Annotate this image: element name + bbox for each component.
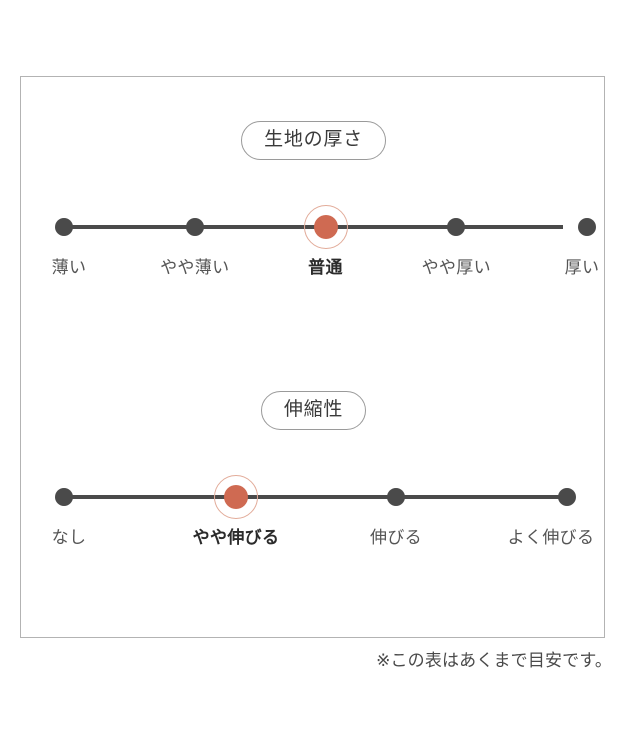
scale-dot-thickness-3[interactable] <box>447 218 466 236</box>
scale-label-stretch-1: やや伸びる <box>192 528 280 547</box>
scale-dot-stretch-1[interactable] <box>224 485 248 509</box>
scale-group-thickness: 生地の厚さ 薄い やや薄い 普通 やや厚い 厚い <box>21 121 606 289</box>
scale-group-stretch: 伸縮性 なし やや伸びる 伸びる よく伸びる <box>21 391 606 559</box>
scale-label-thickness-0: 薄い <box>51 258 87 277</box>
scale-label-row-stretch: なし やや伸びる 伸びる よく伸びる <box>21 525 606 559</box>
scale-dot-thickness-0[interactable] <box>55 218 73 236</box>
scale-title-row-stretch: 伸縮性 <box>21 391 606 431</box>
scale-dot-thickness-2[interactable] <box>313 215 338 239</box>
scale-dot-stretch-2[interactable] <box>387 488 405 506</box>
footnote-text: ※この表はあくまで目安です。 <box>376 651 612 670</box>
scale-label-stretch-3: よく伸びる <box>507 528 595 547</box>
scale-dot-thickness-1[interactable] <box>185 218 204 236</box>
track-line-stretch <box>64 495 563 499</box>
scale-dot-stretch-3[interactable] <box>558 488 576 506</box>
scale-label-thickness-4: 厚い <box>564 258 600 277</box>
scale-label-thickness-1: やや薄い <box>160 258 230 277</box>
scale-label-stretch-2: 伸びる <box>369 528 423 547</box>
scale-dot-thickness-4[interactable] <box>578 218 596 236</box>
scale-title-thickness: 生地の厚さ <box>241 121 386 160</box>
scale-label-stretch-0: なし <box>51 528 87 547</box>
scale-track-thickness <box>21 205 606 249</box>
scale-label-thickness-3: やや厚い <box>421 258 491 277</box>
scale-dot-stretch-0[interactable] <box>55 488 73 506</box>
spec-panel: 生地の厚さ 薄い やや薄い 普通 やや厚い 厚い 伸縮 <box>20 76 605 638</box>
scale-title-row-thickness: 生地の厚さ <box>21 121 606 161</box>
scale-label-thickness-2: 普通 <box>308 258 343 277</box>
scale-label-row-thickness: 薄い やや薄い 普通 やや厚い 厚い <box>21 255 606 289</box>
scale-title-stretch: 伸縮性 <box>260 391 367 430</box>
scale-track-stretch <box>21 475 606 519</box>
